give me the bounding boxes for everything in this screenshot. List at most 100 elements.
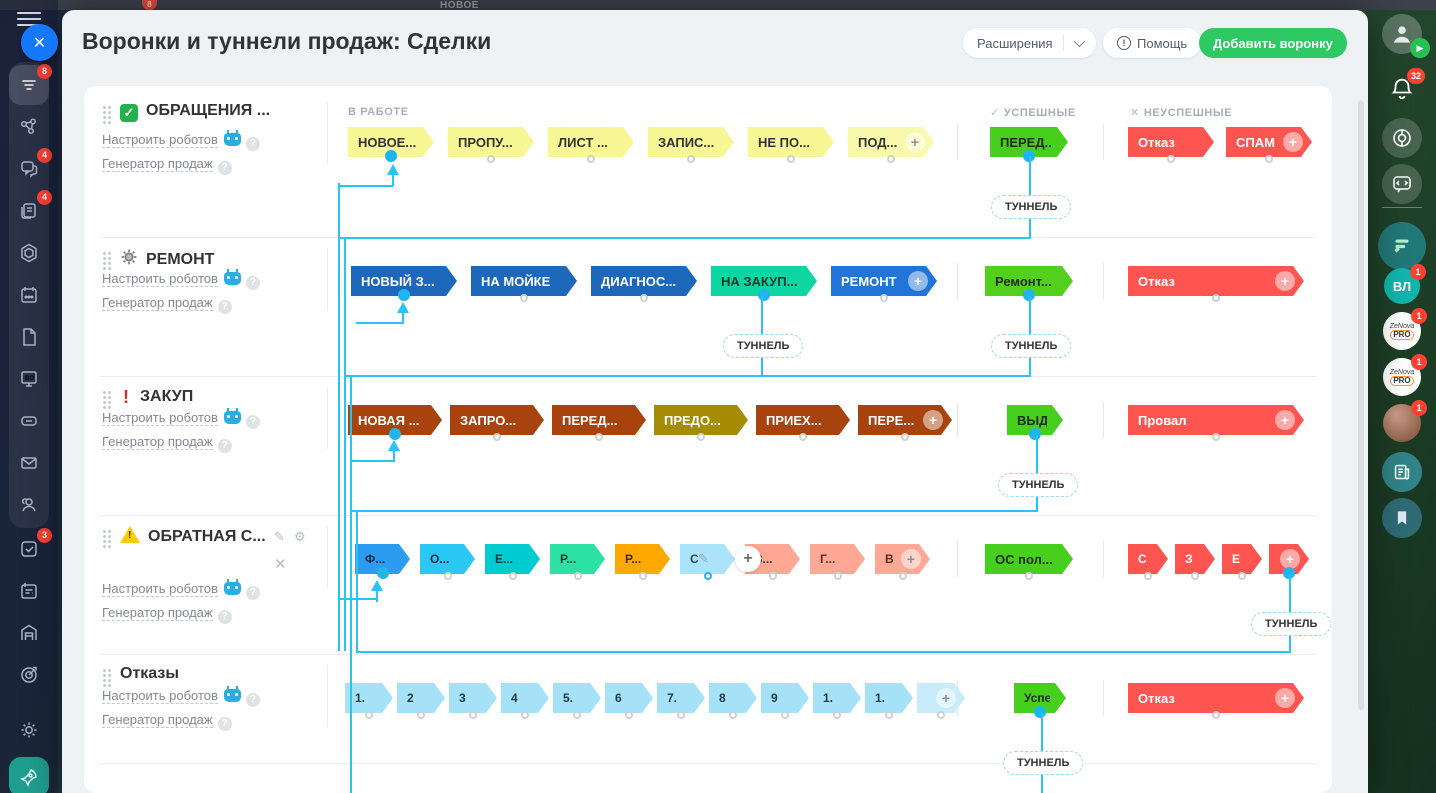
add-stage-icon[interactable]: + [908, 271, 928, 291]
sidebar-item-calendar[interactable] [9, 275, 49, 315]
stage-tunnel-dot[interactable] [573, 572, 582, 580]
stage-fail[interactable]: Е [1222, 544, 1262, 580]
drag-handle[interactable] [102, 668, 111, 687]
help-question-icon[interactable]: ? [217, 300, 232, 314]
add-stage-icon[interactable]: + [923, 410, 943, 430]
stage-tunnel-dot[interactable] [625, 711, 633, 719]
stage-inwork[interactable]: ПОД...+ [848, 127, 934, 163]
stage-inwork[interactable]: 8 [709, 683, 757, 719]
sidebar-item-chat-transfer[interactable] [1382, 164, 1422, 204]
sidebar-item-notifications-bell[interactable]: 32 [1385, 68, 1425, 106]
robots-link[interactable]: Настроить роботов? [102, 269, 260, 290]
stage-inwork[interactable]: 5. [553, 683, 601, 719]
sidebar-item-mail[interactable] [9, 443, 49, 483]
sidebar-item-messenger[interactable] [1378, 222, 1426, 270]
extensions-button[interactable]: Расширения [963, 28, 1096, 58]
stage-inwork[interactable]: 7. [657, 683, 705, 719]
stage-tunnel-dot[interactable] [787, 155, 795, 163]
stage-tunnel-dot[interactable] [677, 711, 685, 719]
stage-tunnel-dot[interactable] [443, 572, 452, 580]
stage-fail[interactable]: Отказ+ [1128, 683, 1304, 719]
stage-tunnel-dot[interactable] [1023, 289, 1035, 301]
add-stage-icon[interactable]: + [1275, 688, 1295, 708]
stage-inwork[interactable]: 4 [501, 683, 549, 719]
stage-inwork[interactable]: О... [420, 544, 475, 580]
stage-inwork[interactable]: ПЕРЕ...+ [858, 405, 952, 441]
stage-inwork[interactable]: 2 [397, 683, 445, 719]
stage-inwork[interactable]: 6 [605, 683, 653, 719]
stage-tunnel-dot[interactable] [365, 711, 373, 719]
drag-handle[interactable] [102, 105, 111, 124]
stage-success[interactable]: ВЫДАН [1007, 405, 1063, 440]
help-question-icon[interactable]: ? [245, 137, 260, 151]
stage-success[interactable]: Успех [1014, 683, 1066, 718]
sidebar-item-bookmark[interactable] [1382, 498, 1422, 538]
stage-inwork[interactable]: Р... [550, 544, 605, 580]
stage-tunnel-dot[interactable] [587, 155, 595, 163]
sidebar-item-document[interactable] [9, 317, 49, 357]
stage-inwork[interactable]: ПРЕДО... [654, 405, 748, 441]
stage-tunnel-dot[interactable] [898, 572, 907, 580]
robots-link[interactable]: Настроить роботов? [102, 408, 260, 429]
stage-inwork[interactable]: ЛИСТ ... [548, 127, 634, 163]
stage-tunnel-dot[interactable] [833, 572, 842, 580]
help-question-icon[interactable]: ? [245, 693, 260, 707]
stage-tunnel-dot[interactable] [768, 572, 777, 580]
add-stage-icon[interactable]: + [1283, 132, 1303, 152]
stage-inwork[interactable]: Р... [615, 544, 670, 580]
help-button[interactable]: ! Помощь [1103, 28, 1202, 58]
stage-tunnel-dot[interactable] [1034, 706, 1046, 718]
stage-inwork[interactable]: НА ЗАКУП... [711, 266, 817, 301]
sidebar-item-rocket[interactable] [9, 757, 49, 793]
stage-inwork[interactable]: ПЕРЕД... [552, 405, 646, 441]
stage-inwork[interactable]: РЕМОНТ+ [831, 266, 937, 302]
stage-tunnel-dot[interactable] [880, 294, 888, 302]
stage-tunnel-dot[interactable] [1212, 711, 1220, 719]
generator-link[interactable]: Генератор продаж? [102, 156, 232, 175]
stage-tunnel-dot[interactable] [595, 433, 603, 441]
stage-inwork[interactable]: 1. [345, 683, 393, 719]
stage-tunnel-dot[interactable] [729, 711, 737, 719]
stage-tunnel-dot[interactable] [1212, 433, 1220, 441]
stage-tunnel-dot[interactable] [1283, 567, 1295, 579]
sidebar-item-news[interactable] [1382, 452, 1422, 492]
stage-tunnel-dot[interactable] [901, 433, 909, 441]
stage-tunnel-dot[interactable] [520, 294, 528, 302]
sidebar-item-profile-avatar[interactable]: ▶ [1382, 14, 1430, 58]
edit-funnel-icon[interactable]: ✎ [274, 529, 285, 544]
stage-tunnel-dot[interactable] [1029, 428, 1041, 440]
stage-tunnel-dot[interactable] [1144, 572, 1152, 580]
stage-tunnel-dot[interactable] [385, 150, 397, 162]
stage-inwork[interactable]: Е... [485, 544, 540, 580]
edit-stage-icon[interactable]: ✎ [698, 551, 709, 566]
cancel-edit-icon[interactable]: ✕ [274, 556, 287, 573]
scrollbar-thumb[interactable] [1358, 100, 1364, 710]
stage-inwork[interactable]: ДИАГНОС... [591, 266, 697, 302]
stage-tunnel-dot[interactable] [885, 711, 893, 719]
stage-inwork[interactable]: ЗАПИС... [648, 127, 734, 163]
drag-handle[interactable] [102, 251, 111, 270]
sidebar-item-settings[interactable] [9, 710, 49, 750]
stage-fail[interactable]: СПАМ+ [1226, 127, 1312, 163]
sidebar-item-people[interactable] [9, 485, 49, 525]
stage-tunnel-dot[interactable] [781, 711, 789, 719]
stage-inwork[interactable]: + [917, 683, 965, 719]
sidebar-item-target[interactable] [9, 655, 49, 695]
stage-inwork[interactable]: ПРОПУ... [448, 127, 534, 163]
help-question-icon[interactable]: ? [245, 586, 260, 600]
stage-inwork[interactable]: Г... [810, 544, 865, 580]
stage-inwork[interactable]: НОВЫЙ З... [351, 266, 457, 301]
tunnel-pill[interactable]: ТУННЕЛЬ [1251, 612, 1332, 636]
add-stage-icon[interactable]: + [936, 688, 956, 708]
stage-inwork[interactable]: 3 [449, 683, 497, 719]
sidebar-item-support-disc[interactable] [1382, 118, 1422, 158]
stage-tunnel-dot[interactable] [1238, 572, 1246, 580]
generator-link[interactable]: Генератор продаж? [102, 434, 232, 453]
generator-link[interactable]: Генератор продаж? [102, 605, 232, 624]
stage-tunnel-dot[interactable] [389, 428, 401, 440]
stage-inwork[interactable]: НА МОЙКЕ [471, 266, 577, 302]
stage-fail[interactable]: + [1269, 544, 1309, 579]
